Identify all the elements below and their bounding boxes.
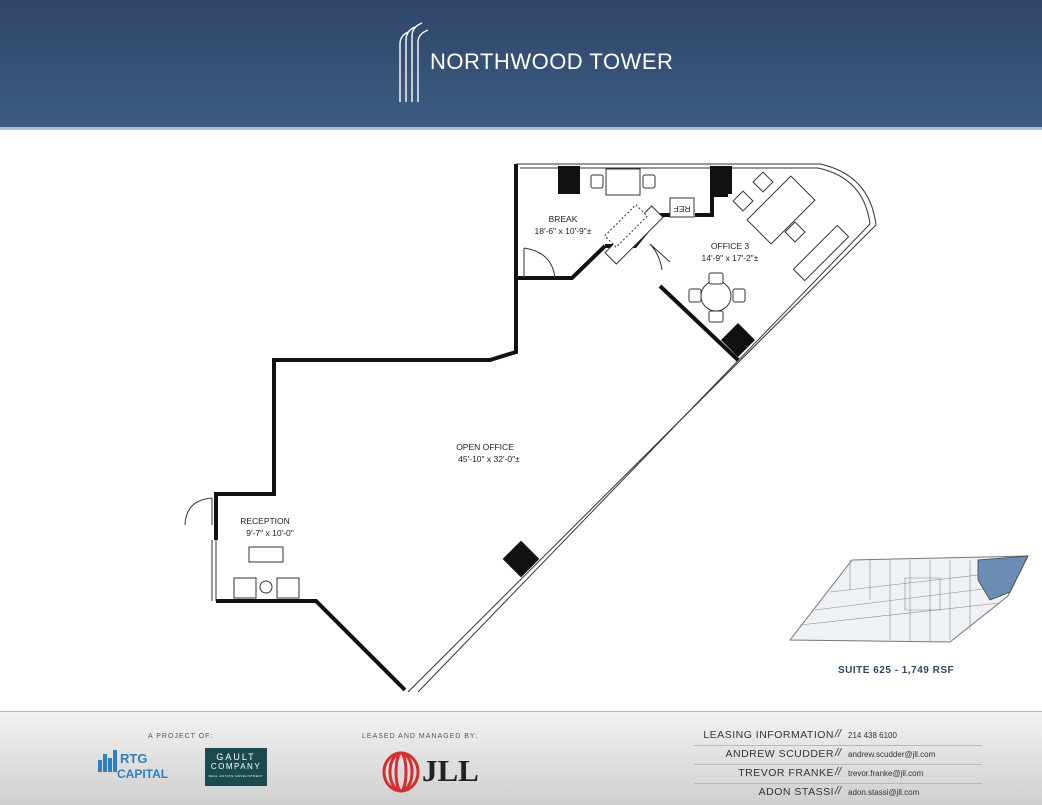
gault-logo-line3: REAL ESTATE DEVELOPMENT	[208, 774, 264, 778]
rtg-logo-line1: RTG	[120, 751, 148, 766]
managed-label: LEASED AND MANAGED BY:	[362, 733, 479, 740]
contact-row: ANDREW SCUDDER // andrew.scudder@jll.com	[694, 746, 982, 765]
rtg-logo-line2: CAPITAL	[117, 767, 169, 781]
contact-email[interactable]: andrew.scudder@jll.com	[848, 750, 936, 759]
key-plan	[788, 555, 1029, 643]
room-name-office-3: OFFICE 3	[711, 241, 750, 251]
gault-logo-line1: GAULT	[216, 752, 256, 762]
ref-label: REF	[674, 204, 691, 214]
page-title: NORTHWOOD TOWER	[430, 49, 674, 74]
gault-logo: GAULT COMPANY REAL ESTATE DEVELOPMENT	[205, 748, 267, 786]
contact-email[interactable]: adon.stassi@jll.com	[848, 788, 920, 797]
room-name-open-office: OPEN OFFICE	[456, 442, 514, 452]
rtg-skyline-icon	[98, 750, 117, 772]
room-size-office-3: 14'-9" x 17'-2"±	[702, 253, 759, 263]
contact-name: LEASING INFORMATION	[703, 729, 834, 741]
contact-row: TREVOR FRANKE // trevor.franke@jll.com	[694, 765, 982, 784]
contact-separator: //	[835, 766, 842, 778]
contact-name: TREVOR FRANKE	[738, 767, 834, 779]
contact-row: LEASING INFORMATION // 214 438 6100	[694, 727, 982, 746]
header-divider	[0, 127, 1042, 130]
room-name-break: BREAK	[549, 214, 578, 224]
contact-separator: //	[835, 728, 842, 740]
room-size-reception: 9'-7" x 10'-0"	[246, 528, 294, 538]
jll-logo-icon	[382, 751, 420, 793]
room-size-open-office: 45'-10" x 32'-0"±	[458, 454, 520, 464]
contact-separator: //	[835, 747, 842, 759]
tower-logo-icon	[399, 22, 429, 102]
contact-phone[interactable]: 214 438 6100	[848, 731, 897, 740]
floor-plan: REF BREAK 18'-6" x 10'-9"± OFFICE 3 14'-…	[184, 163, 1029, 693]
room-size-break: 18'-6" x 10'-9"±	[535, 226, 592, 236]
suite-label: SUITE 625 - 1,749 RSF	[838, 665, 955, 676]
footer-bar	[0, 712, 1042, 805]
contact-name: ANDREW SCUDDER	[725, 748, 834, 760]
gault-logo-line2: COMPANY	[210, 762, 262, 771]
contact-row: ADON STASSI // adon.stassi@jll.com	[694, 784, 982, 802]
jll-logo-text: JLL	[422, 753, 479, 788]
header-banner	[0, 0, 1042, 127]
contact-name: ADON STASSI	[758, 786, 834, 798]
room-name-reception: RECEPTION	[240, 516, 290, 526]
contact-separator: //	[835, 785, 842, 797]
project-label: A PROJECT OF:	[148, 733, 214, 740]
contact-email[interactable]: trevor.franke@jll.com	[848, 769, 924, 778]
